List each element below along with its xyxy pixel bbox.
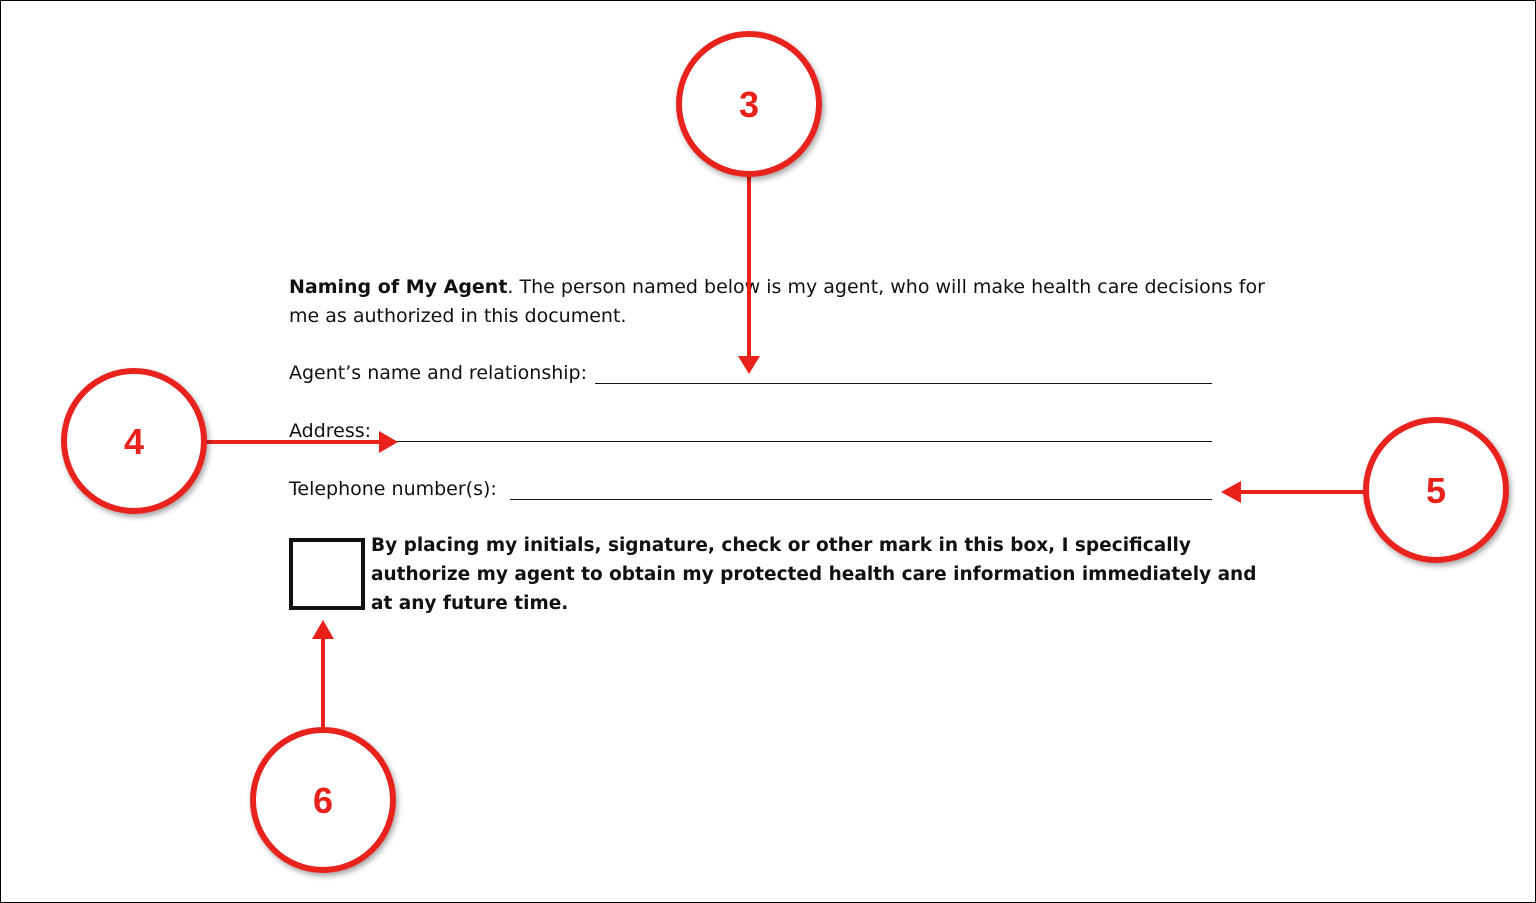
address-line[interactable] <box>374 441 1212 442</box>
agent-intro-paragraph: Naming of My Agent. The person named bel… <box>289 273 1279 331</box>
intro-text: . The person named below is my agent, wh… <box>289 276 1265 327</box>
agent-name-line[interactable] <box>595 383 1212 384</box>
address-label: Address: <box>289 420 372 442</box>
telephone-line[interactable] <box>510 499 1212 500</box>
telephone-label: Telephone number(s): <box>289 478 497 500</box>
agent-name-label: Agent’s name and relationship: <box>289 362 588 384</box>
section-heading: Naming of My Agent <box>289 276 508 298</box>
authorization-checkbox[interactable] <box>289 538 365 610</box>
authorization-text: By placing my initials, signature, check… <box>371 535 1257 614</box>
